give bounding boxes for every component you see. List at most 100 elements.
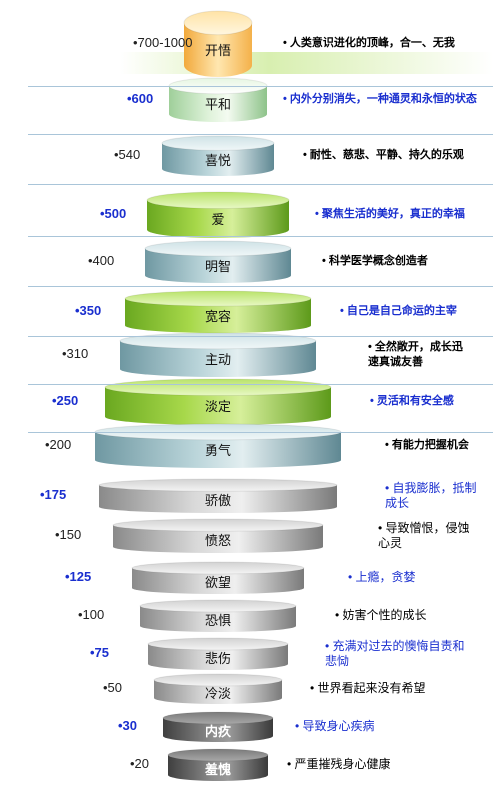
row-separator	[28, 236, 493, 237]
level-description: • 内外分别消失，一种通灵和永恒的状态	[283, 93, 477, 105]
level-name: 喜悦	[204, 153, 231, 169]
level-name: 羞愧	[204, 761, 231, 777]
level-value: •150	[55, 527, 82, 542]
level-disk-150	[112, 518, 324, 553]
disk-side	[132, 568, 304, 594]
disk-side	[154, 680, 282, 704]
level-name: 内疚	[204, 723, 231, 739]
level-name: 悲伤	[204, 650, 231, 666]
level-value: •540	[114, 147, 141, 162]
level-name: 冷淡	[204, 685, 231, 701]
level-name: 宽容	[204, 309, 231, 325]
level-description: • 世界看起来没有希望	[310, 681, 426, 695]
disk-side	[120, 340, 316, 377]
level-value: •50	[103, 680, 123, 695]
apex-band	[120, 52, 493, 74]
disk-top	[183, 10, 253, 36]
level-name: 愤怒	[204, 532, 231, 548]
disk-top	[139, 599, 297, 613]
level-value: •30	[118, 718, 138, 733]
level-disk-175	[98, 478, 338, 513]
level-value: •20	[130, 756, 150, 771]
level-value: •350	[75, 303, 102, 318]
disk-top	[144, 240, 292, 257]
disk-side	[163, 718, 273, 742]
level-disk-600	[168, 77, 268, 122]
level-disk-350	[124, 290, 312, 333]
level-disk-500	[146, 191, 290, 239]
level-value: •75	[90, 645, 110, 660]
level-description: • 妨害个性的成长	[335, 608, 427, 622]
disk-top	[161, 135, 275, 151]
level-name: 平和	[204, 97, 231, 113]
disk-top	[168, 77, 268, 95]
disk-side	[113, 525, 323, 553]
level-description: • 科学医学概念创造者	[322, 255, 428, 267]
level-disk-100	[139, 599, 297, 632]
level-name: 勇气	[204, 443, 231, 459]
level-value: •500	[100, 206, 127, 221]
level-disk-400	[144, 240, 292, 283]
level-description: • 耐性、慈悲、平静、持久的乐观	[303, 149, 464, 161]
level-name: 明智	[204, 259, 231, 275]
row-separator	[28, 432, 493, 433]
disk-top	[112, 518, 324, 532]
row-separator	[28, 86, 493, 87]
level-description: • 自我膨胀，抵制成长	[385, 481, 477, 510]
disk-side	[99, 485, 337, 513]
disk-side	[105, 387, 331, 425]
disk-side	[162, 143, 274, 177]
level-value: •400	[88, 253, 115, 268]
level-description: • 人类意识进化的顶峰，合一、无我	[283, 37, 455, 49]
disk-top	[146, 191, 290, 210]
disk-top	[124, 290, 312, 307]
row-separator	[28, 184, 493, 185]
level-disk-200	[94, 423, 342, 468]
disk-top	[153, 673, 283, 687]
level-disk-30	[162, 711, 274, 742]
level-description: • 全然敞开，成长迅速真诚友善	[368, 341, 463, 368]
level-name: 淡定	[204, 399, 231, 415]
level-description: • 导致憎恨，侵蚀心灵	[378, 521, 470, 550]
level-description: • 自己是自己命运的主宰	[340, 305, 457, 317]
level-value: •100	[78, 607, 105, 622]
level-name: 爱	[211, 212, 225, 228]
level-name: 欲望	[204, 574, 231, 590]
level-name: 骄傲	[204, 492, 231, 508]
level-name: 恐惧	[204, 612, 231, 628]
level-name: 主动	[204, 352, 231, 368]
level-name: 开悟	[204, 42, 231, 58]
level-value: •310	[62, 346, 89, 361]
disk-top	[94, 423, 342, 441]
level-value: •600	[127, 91, 154, 106]
level-description: • 严重摧残身心健康	[287, 757, 391, 771]
disk-side	[147, 200, 289, 239]
disk-top	[167, 748, 269, 762]
level-value: •125	[65, 569, 92, 584]
disk-side	[145, 248, 291, 283]
level-value: •200	[45, 437, 72, 452]
level-description: • 导致身心疾病	[295, 719, 375, 733]
disk-side	[95, 431, 341, 468]
row-separator	[28, 384, 493, 385]
disk-top	[98, 478, 338, 492]
disk-side	[148, 644, 288, 670]
disk-side	[184, 22, 252, 78]
disk-top	[104, 378, 332, 397]
level-disk-540	[161, 135, 275, 177]
level-description: • 有能力把握机会	[385, 439, 469, 451]
disk-side	[169, 85, 267, 122]
level-disk-75	[147, 637, 289, 670]
level-disk-125	[131, 561, 305, 594]
level-value: •175	[40, 487, 67, 502]
level-disk-700-1000	[183, 10, 253, 78]
level-description: • 灵活和有安全感	[370, 395, 454, 407]
disk-side	[140, 606, 296, 632]
row-separator	[28, 134, 493, 135]
row-separator	[28, 286, 493, 287]
disk-top	[131, 561, 305, 575]
level-disk-50	[153, 673, 283, 704]
level-value: •700-1000	[133, 35, 193, 50]
